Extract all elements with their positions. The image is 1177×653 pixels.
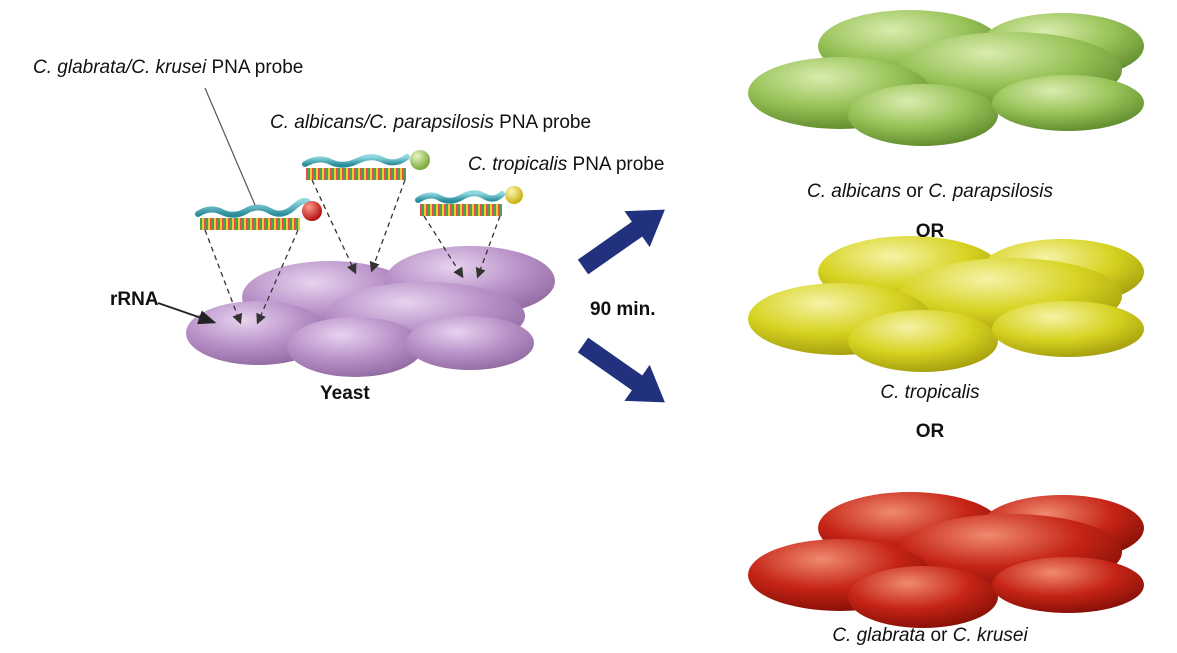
probe-label-tropicalis-suffix: PNA probe [567,154,665,175]
binding-lines [204,179,501,325]
arrow-up-icon [577,209,665,275]
probe-label-albicans-species: C. albicans/C. parapsilosis [270,112,494,133]
outcome-red-species-a: C. glabrata [832,625,926,646]
probe-glabrata [195,198,322,230]
or-separator-2: OR [915,421,945,442]
or-separator-1: OR [915,221,945,242]
arrow-down-icon [577,337,665,403]
outcome-label-yellow: C. tropicalis [760,383,1100,402]
red-cell-cluster [748,492,1144,628]
outcome-label-red: C. glabrata or C. krusei [760,626,1100,645]
rrna-label: rRNA [110,289,159,310]
outcome-red-joiner: or [925,625,953,646]
rrna-pointer [157,302,217,325]
probe-label-albicans-suffix: PNA probe [493,112,592,133]
yellow-cell-cluster [748,236,1144,372]
result-arrows [577,209,665,403]
probe-label-tropicalis-species: C. tropicalis [468,154,568,175]
probe-albicans [302,150,430,180]
probe-tropicalis [415,186,523,216]
probe-label-glabrata-species: C. glabrata/C. krusei [33,57,207,78]
probe-label-albicans: C. albicans/C. parapsilosis PNA probe [270,113,591,132]
time-label: 90 min. [590,299,656,320]
outcome-green-species-a: C. albicans [806,181,901,202]
green-cell-cluster [748,10,1144,146]
outcome-green-joiner: or [900,181,929,202]
yeast-cluster [186,246,555,377]
outcome-yellow-species-a: C. tropicalis [880,382,980,403]
outcome-red-species-b: C. krusei [952,625,1028,646]
outcome-green-species-b: C. parapsilosis [928,181,1054,202]
green-bead-icon [410,150,430,170]
probe-label-glabrata-suffix: PNA probe [206,57,304,78]
red-bead-icon [302,201,322,221]
yellow-bead-icon [505,186,523,204]
probe-label-leader [204,87,256,206]
outcome-label-green: C. albicans or C. parapsilosis [760,182,1100,201]
probe-label-glabrata: C. glabrata/C. krusei PNA probe [33,58,303,77]
yeast-label: Yeast [320,383,370,404]
probe-label-tropicalis: C. tropicalis PNA probe [468,155,664,174]
